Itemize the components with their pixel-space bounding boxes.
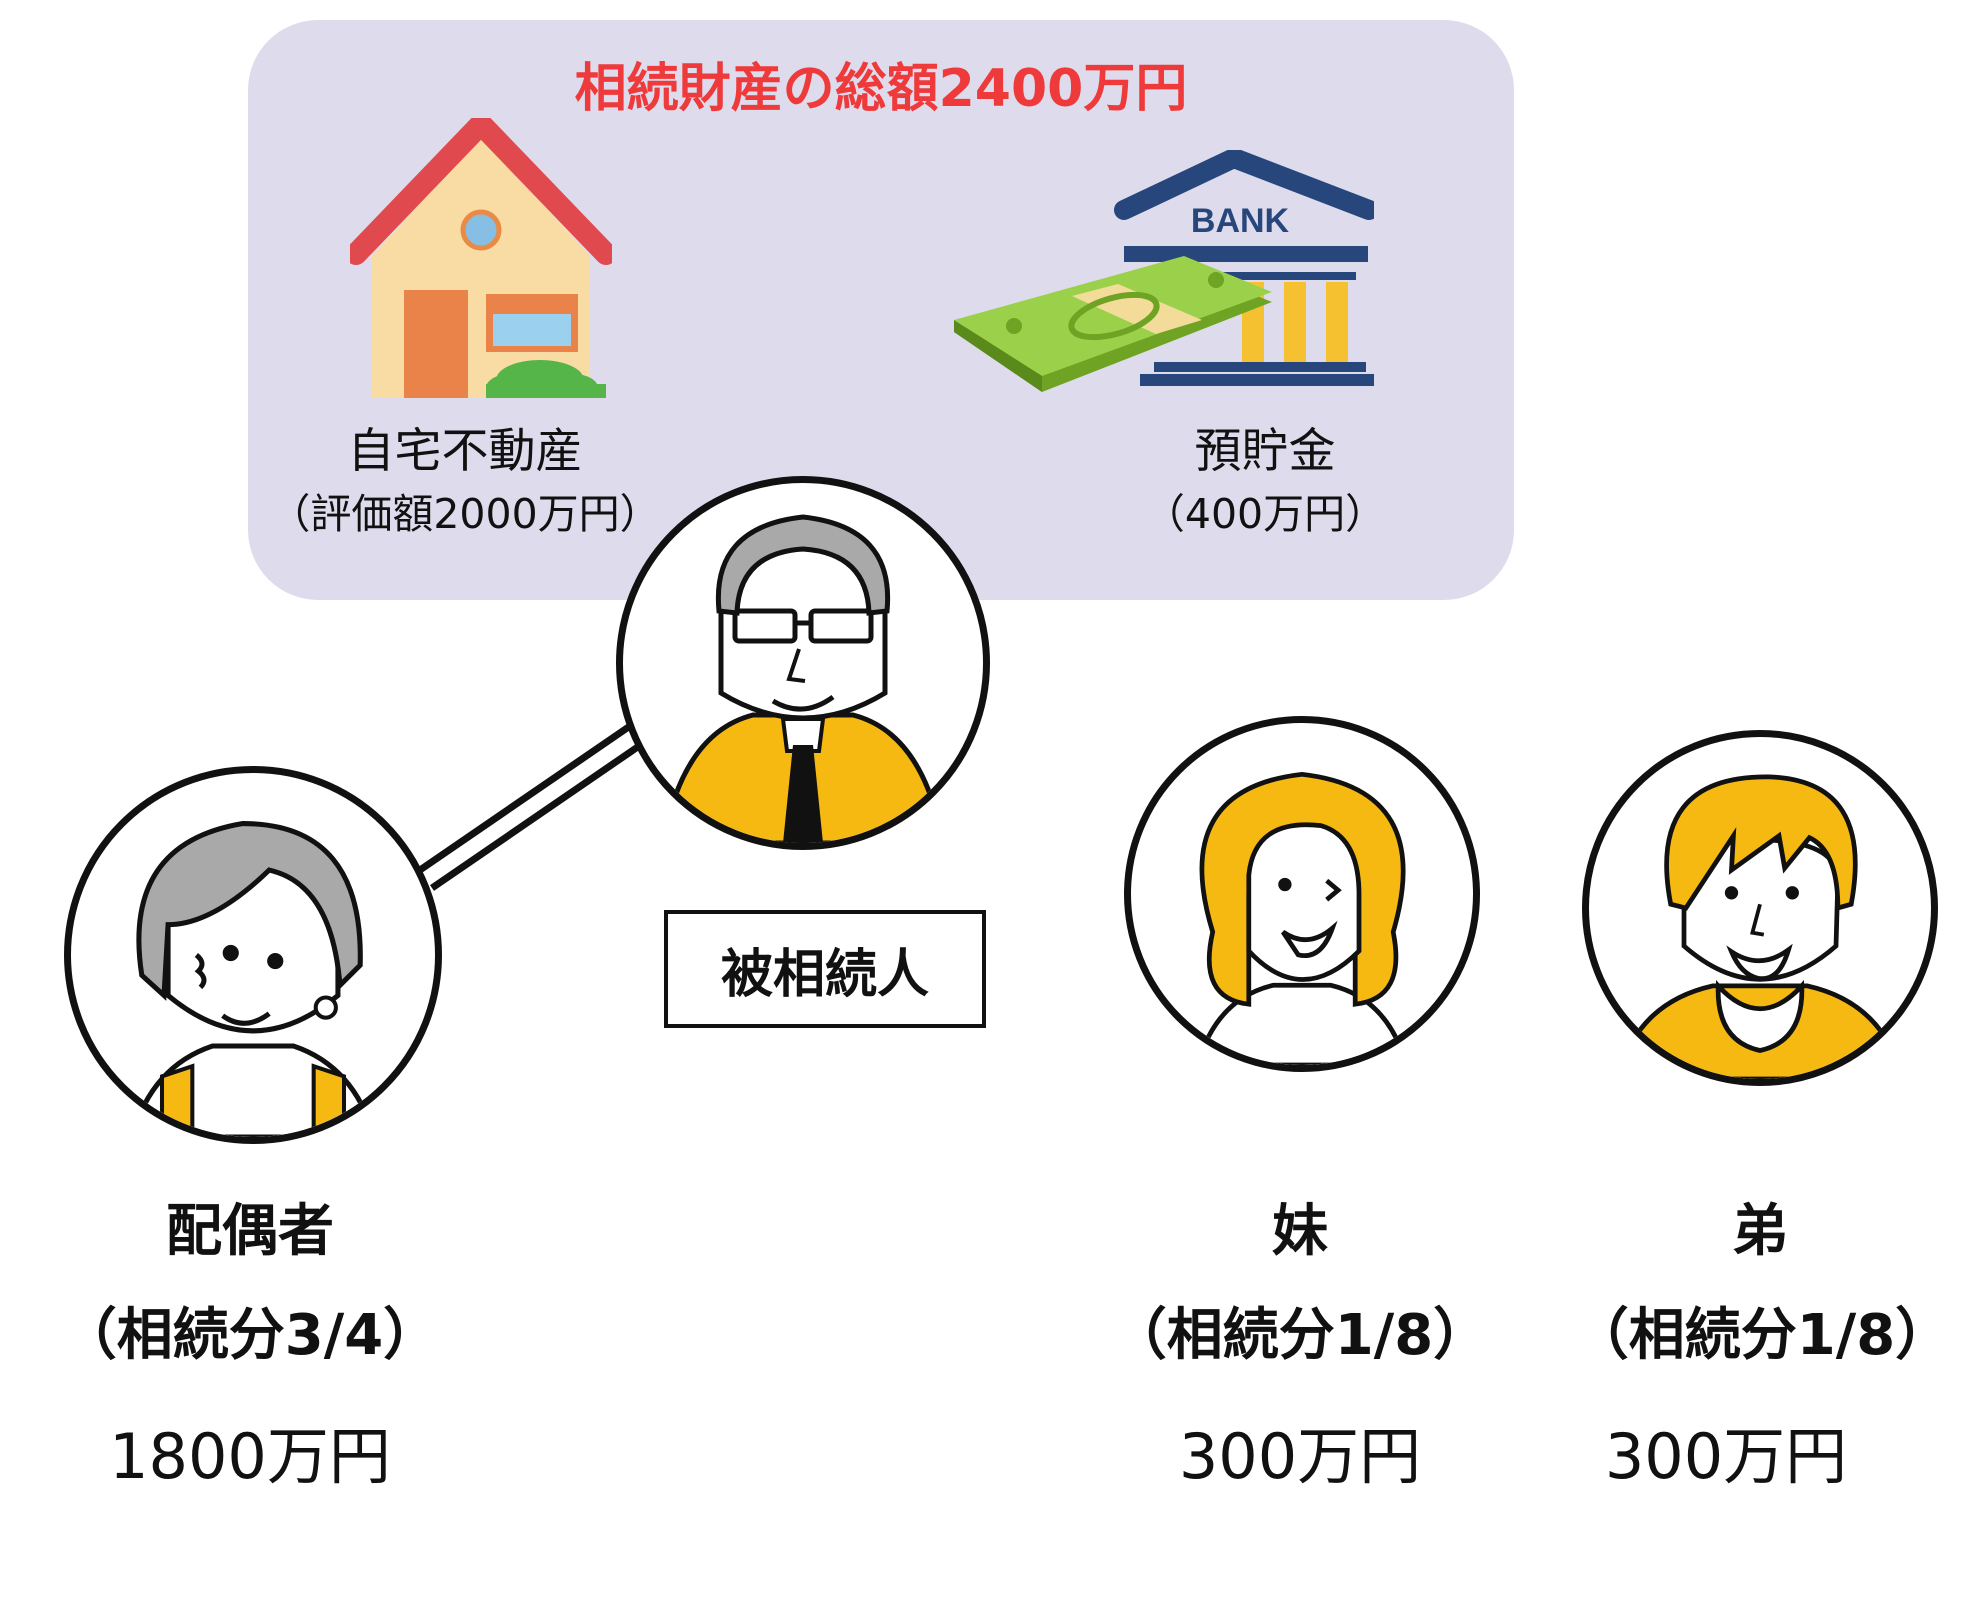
spouse-avatar [64, 766, 442, 1144]
decedent-avatar [616, 476, 990, 850]
heir-relation-spouse: 配偶者 [166, 1199, 334, 1264]
sister-avatar [1124, 716, 1480, 1072]
brother-avatar [1582, 730, 1938, 1086]
heir-amount-brother: 300万円 [1604, 1420, 1848, 1493]
decedent-label: 被相続人 [664, 910, 986, 1028]
heir-share-spouse: （相続分3/4） [60, 1303, 440, 1368]
heir-share-sister: （相続分1/8） [1110, 1303, 1490, 1368]
heir-amount-sister: 300万円 [1178, 1420, 1422, 1493]
asset-name-house: 自宅不動産 [347, 424, 583, 479]
bank-sign-text: BANK [1191, 202, 1290, 240]
estate-total-title: 相続財産の総額2400万円 [574, 59, 1188, 119]
bank-money-icon: BANK [954, 148, 1380, 400]
asset-value-house: （評価額2000万円） [269, 490, 661, 538]
asset-value-savings: （400万円） [1143, 490, 1387, 538]
heir-amount-spouse: 1800万円 [109, 1420, 391, 1493]
heir-relation-brother: 弟 [1732, 1199, 1788, 1264]
heir-share-brother: （相続分1/8） [1572, 1303, 1952, 1368]
house-icon [345, 113, 617, 402]
heir-relation-sister: 妹 [1272, 1199, 1328, 1264]
asset-name-savings: 預貯金 [1194, 424, 1336, 479]
